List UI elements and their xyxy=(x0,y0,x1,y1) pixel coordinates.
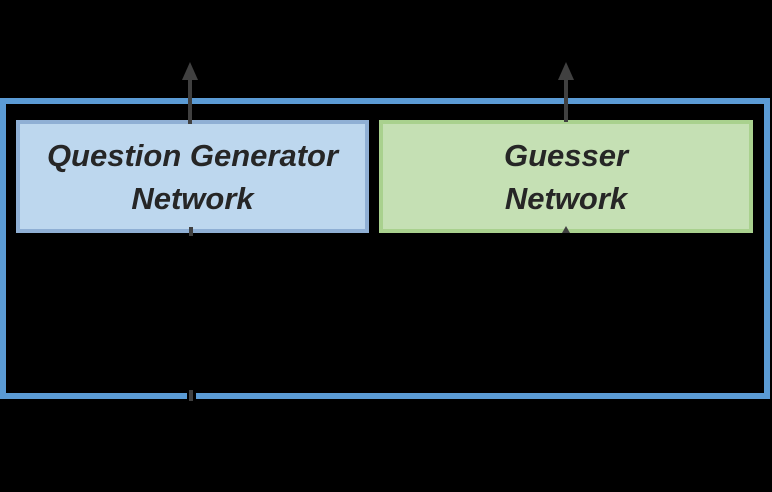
question-generator-label-line2: Network xyxy=(131,180,254,216)
question-generator-input-arrow-tick xyxy=(189,227,193,236)
question-generator-up-arrow-shaft xyxy=(188,79,192,124)
question-generator-up-arrow-icon xyxy=(182,62,198,80)
question-generator-label-line1: Question Generator xyxy=(46,137,339,173)
guesser-label-line2: Network xyxy=(504,180,628,216)
outer-box-input-arrow-tick xyxy=(189,390,193,401)
guesser-input-arrow-tick-icon xyxy=(562,226,570,233)
guesser-label-line1: Guesser xyxy=(503,137,629,173)
guesser-up-arrow-shaft xyxy=(564,79,568,122)
guesser-network-box: Guesser Network xyxy=(379,120,753,233)
question-generator-network-box: Question Generator Network xyxy=(16,120,369,233)
guesser-up-arrow-icon xyxy=(558,62,574,80)
outer-container-box xyxy=(0,98,770,399)
